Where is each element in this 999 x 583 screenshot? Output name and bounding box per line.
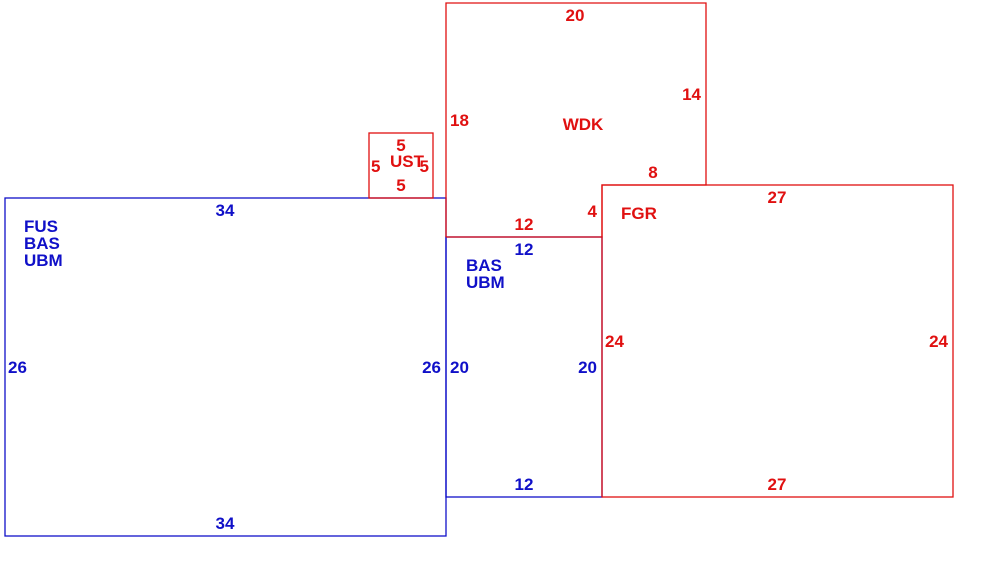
deck-dim-top: 20 xyxy=(566,6,585,25)
deck-label: WDK xyxy=(563,115,604,134)
main-area-label-1: FUS xyxy=(24,217,58,236)
addition-label-1: BAS xyxy=(466,256,502,275)
garage-dim-top: 27 xyxy=(768,188,787,207)
deck-dim-bottom: 12 xyxy=(515,215,534,234)
garage-label: FGR xyxy=(621,204,657,223)
main-area-label-2: BAS xyxy=(24,234,60,253)
main-dim-top: 34 xyxy=(216,201,235,220)
shed-dim-right: 5 xyxy=(420,157,429,176)
shed-dim-top: 5 xyxy=(396,136,405,155)
deck-dim-notch-horizontal: 8 xyxy=(648,163,657,182)
garage-dim-right: 24 xyxy=(929,332,948,351)
addition-label-2: UBM xyxy=(466,273,505,292)
deck-dim-left: 18 xyxy=(450,111,469,130)
addition-dim-bottom: 12 xyxy=(515,475,534,494)
addition-dim-right: 20 xyxy=(578,358,597,377)
main-area-label-3: UBM xyxy=(24,251,63,270)
main-living-outline xyxy=(4,197,447,537)
shed-label: UST xyxy=(390,152,425,171)
garage-dim-left: 24 xyxy=(605,332,624,351)
garage-dim-bottom: 27 xyxy=(768,475,787,494)
shed-outline xyxy=(368,132,434,199)
addition-dim-left: 20 xyxy=(450,358,469,377)
main-dim-bottom: 34 xyxy=(216,514,235,533)
main-dim-right: 26 xyxy=(422,358,441,377)
shed-dim-bottom: 5 xyxy=(396,176,405,195)
main-dim-left: 26 xyxy=(8,358,27,377)
deck-dim-right: 14 xyxy=(682,85,701,104)
deck-dim-notch-vertical: 4 xyxy=(588,202,598,221)
addition-dim-top: 12 xyxy=(515,240,534,259)
shed-dim-left: 5 xyxy=(371,157,380,176)
garage-outline xyxy=(601,184,954,498)
